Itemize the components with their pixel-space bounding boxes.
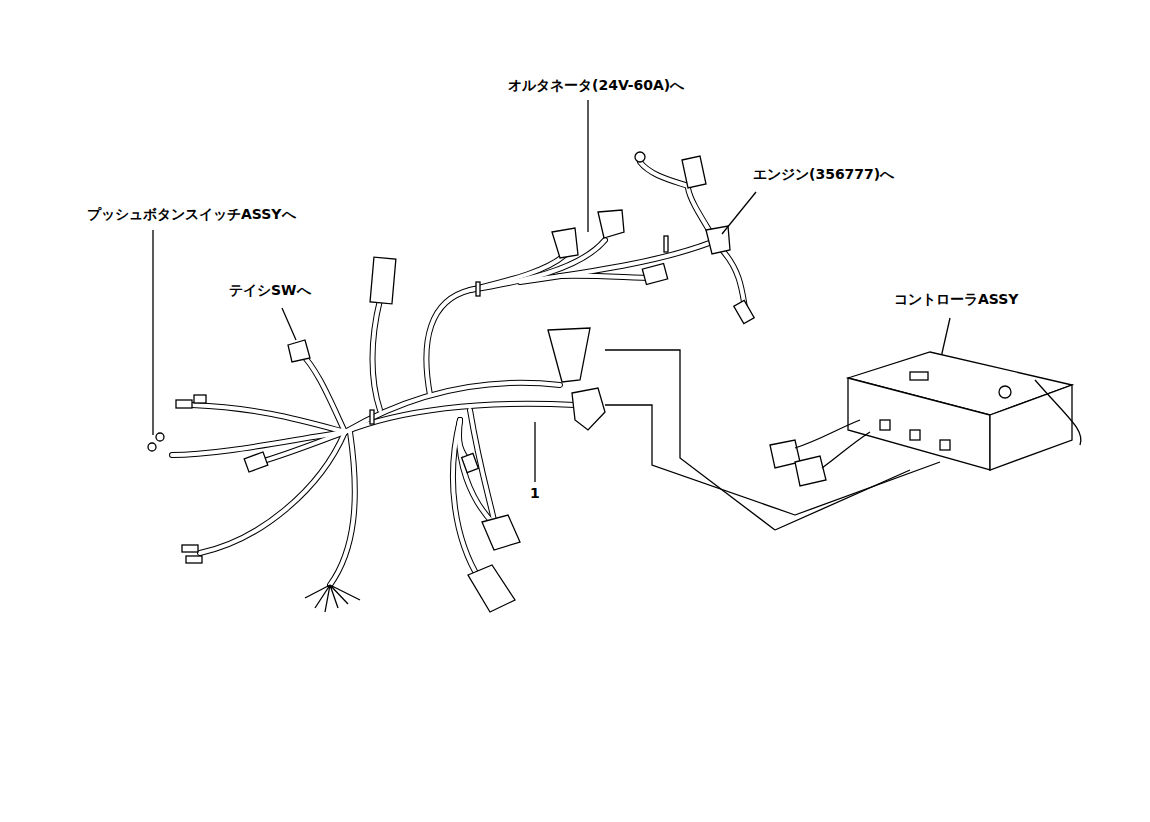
part-label: エンジン(356777)へ [752,167,895,182]
callout-number: 1 [529,486,541,501]
part-label: プッシュボタンスイッチASSYへ [86,207,297,222]
part-label: オルタネータ(24V-60A)へ [507,78,685,93]
part-label: コントローラASSY [893,292,1020,307]
part-label: テイシSWへ [228,283,312,298]
